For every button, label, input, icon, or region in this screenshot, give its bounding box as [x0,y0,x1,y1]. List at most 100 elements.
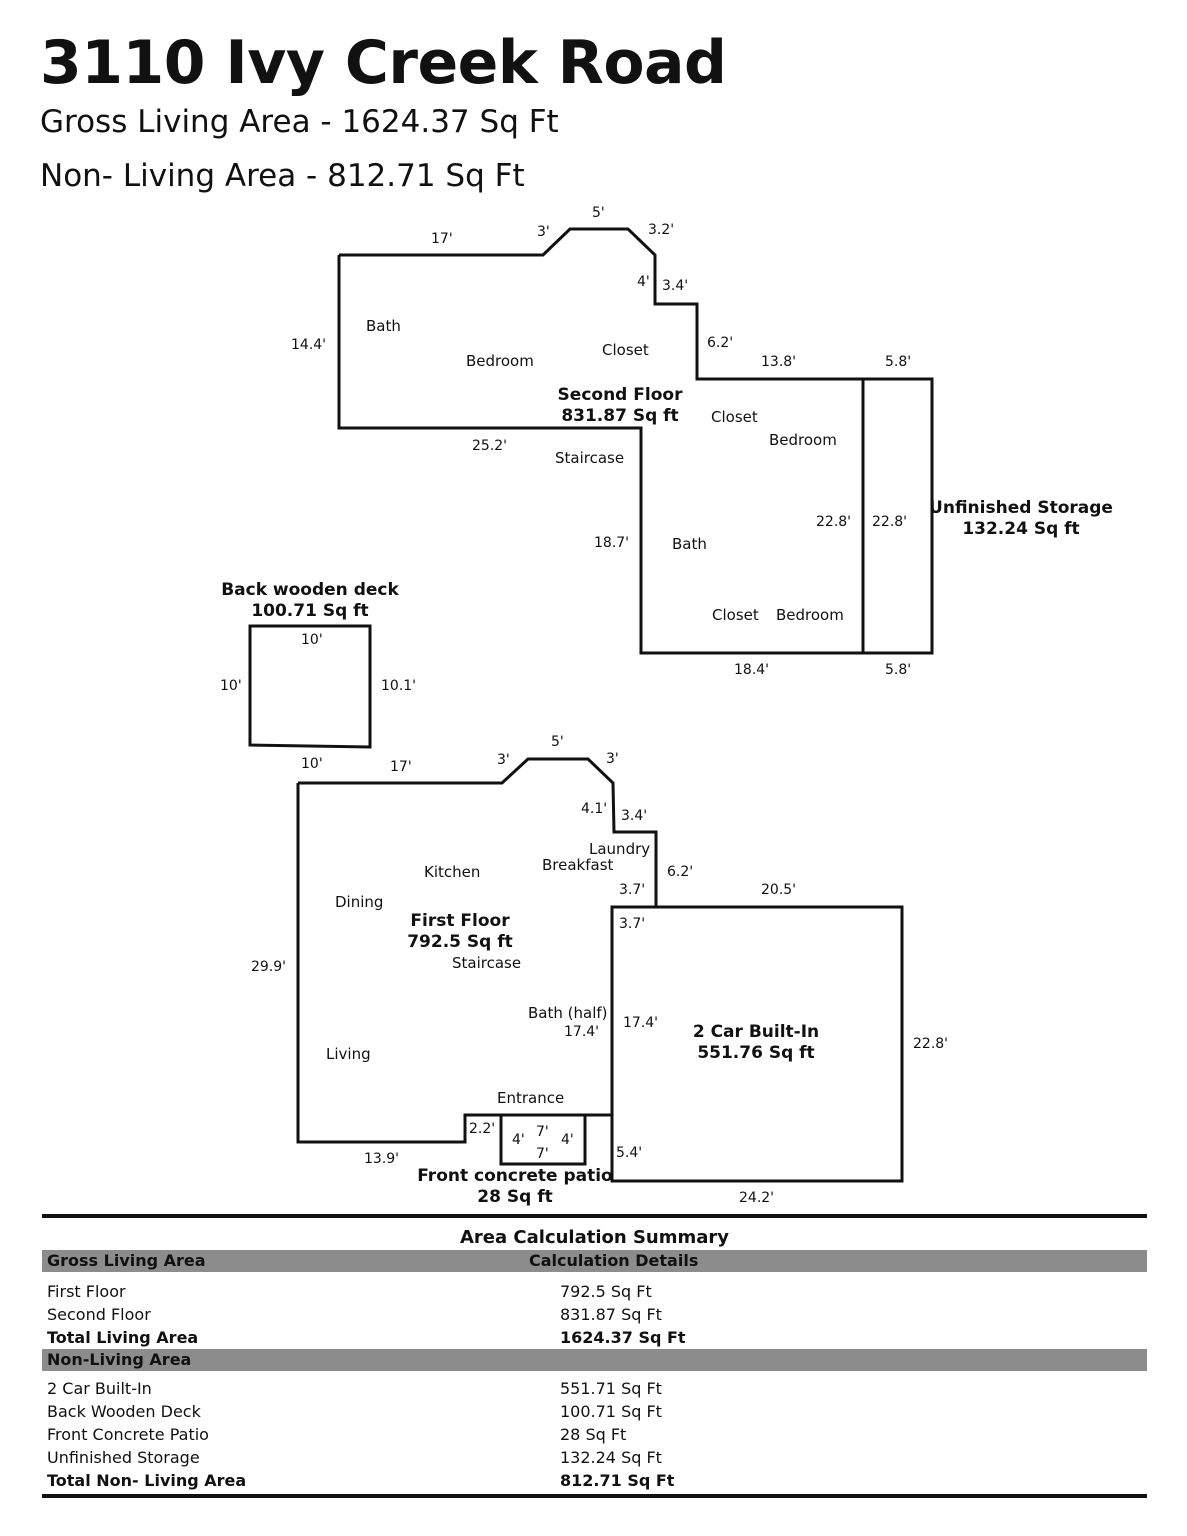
details-header: Calculation Details [529,1251,699,1270]
dimension-label: 13.9' [364,1151,399,1167]
garage-area: 551.76 Sq ft [697,1043,814,1063]
summary-top-rule [42,1214,1147,1218]
dimension-label: 17.4' [564,1024,599,1040]
living-header: Gross Living Area [47,1251,206,1270]
room-label: Breakfast [542,856,614,874]
front-patio-area: 28 Sq ft [477,1187,552,1207]
room-label: Staircase [452,954,521,972]
front-patio-outline [499,1113,587,1166]
dimension-label: 10' [301,632,323,648]
non-living-area-subtitle: Non- Living Area - 812.71 Sq Ft [40,158,525,194]
row-label: Total Non- Living Area [47,1471,247,1490]
summary-total-row: Total Living Area 1624.37 Sq Ft [42,1326,1147,1349]
dimension-label: 6.2' [707,335,733,351]
dimension-label: 6.2' [667,864,693,880]
unfinished-storage-name: Unfinished Storage [929,498,1113,518]
dimension-label: 3.7' [619,882,645,898]
summary-row: Front Concrete Patio 28 Sq Ft [42,1423,1147,1446]
room-label: Closet [602,341,649,359]
dimension-label: 4' [637,274,650,290]
dimension-label: 18.4' [734,662,769,678]
dimension-label: 4' [561,1132,574,1148]
dimension-label: 20.5' [761,882,796,898]
dimension-label: 5.8' [885,354,911,370]
room-label: Bath [366,317,401,335]
summary-bottom-rule [42,1494,1147,1498]
dimension-label: 3' [497,752,510,768]
row-value: 551.71 Sq Ft [560,1379,662,1398]
dimension-label: 22.8' [913,1036,948,1052]
dimension-label: 4.1' [581,801,607,817]
dimension-label: 5' [551,734,564,750]
second-floor-area: 831.87 Sq ft [561,406,678,426]
second-floor-plan: Bath Bedroom Closet Closet Bedroom Stair… [291,205,1113,678]
back-deck-area: 100.71 Sq ft [251,601,368,621]
room-label: Living [326,1045,371,1063]
dimension-label: 13.8' [761,354,796,370]
first-floor-area: 792.5 Sq ft [407,932,513,952]
floor-plan-diagram: Bath Bedroom Closet Closet Bedroom Stair… [220,205,1113,1207]
row-value: 28 Sq Ft [560,1425,627,1444]
dimension-label: 3' [537,224,550,240]
room-label: Dining [335,893,383,911]
dimension-label: 5.8' [885,662,911,678]
dimension-label: 3.2' [648,222,674,238]
summary-row: 2 Car Built-In 551.71 Sq Ft [42,1377,1147,1400]
dimension-label: 5.4' [616,1145,642,1161]
dimension-label: 7' [536,1124,549,1140]
summary-row: Back Wooden Deck 100.71 Sq Ft [42,1400,1147,1423]
row-value: 100.71 Sq Ft [560,1402,662,1421]
row-label: Back Wooden Deck [47,1402,201,1421]
room-label: Laundry [589,840,650,858]
room-label: Staircase [555,449,624,467]
dimension-label: 10' [220,678,242,694]
non-living-header: Non-Living Area [47,1350,192,1369]
first-floor-plan: Kitchen Laundry Breakfast Dining Stairca… [251,734,948,1207]
dimension-label: 18.7' [594,535,629,551]
dimension-label: 7' [536,1146,549,1162]
row-label: First Floor [47,1282,126,1301]
summary-row: First Floor 792.5 Sq Ft [42,1280,1147,1303]
dimension-label: 17.4' [623,1015,658,1031]
row-label: Total Living Area [47,1328,199,1347]
dimension-label: 17' [431,231,453,247]
gross-living-area-band: Gross Living Area Calculation Details [42,1250,1147,1272]
room-label: Kitchen [424,863,480,881]
row-value: 132.24 Sq Ft [560,1448,662,1467]
row-value: 812.71 Sq Ft [560,1471,675,1490]
unfinished-storage-area: 132.24 Sq ft [962,519,1079,539]
row-label: 2 Car Built-In [47,1379,152,1398]
dimension-label: 14.4' [291,337,326,353]
summary-row: Unfinished Storage 132.24 Sq Ft [42,1446,1147,1469]
dimension-label: 3.4' [662,278,688,294]
first-floor-name: First Floor [410,911,510,931]
dimension-label: 4' [512,1132,525,1148]
room-label: Bedroom [769,431,837,449]
garage-outline [610,905,904,1183]
dimension-label: 3.7' [619,916,645,932]
dimension-label: 22.8' [872,514,907,530]
dimension-label: 5' [592,205,605,221]
summary-total-row: Total Non- Living Area 812.71 Sq Ft [42,1469,1147,1492]
row-label: Second Floor [47,1305,151,1324]
second-floor-name: Second Floor [558,385,684,405]
dimension-label: 10' [301,756,323,772]
room-label: Bath [672,535,707,553]
dimension-label: 17' [390,759,412,775]
dimension-label: 29.9' [251,959,286,975]
non-living-area-band: Non-Living Area [42,1349,1147,1371]
dimension-label: 3' [606,751,619,767]
row-value: 1624.37 Sq Ft [560,1328,686,1347]
summary-row: Second Floor 831.87 Sq Ft [42,1303,1147,1326]
room-label: Entrance [497,1089,564,1107]
unfinished-storage-outline [861,377,934,655]
summary-title: Area Calculation Summary [459,1227,730,1248]
dimension-label: 2.2' [469,1121,495,1137]
garage-name: 2 Car Built-In [693,1022,819,1042]
room-label: Bath (half) [528,1004,608,1022]
dimension-label: 3.4' [621,808,647,824]
dimension-label: 22.8' [816,514,851,530]
dimension-label: 24.2' [739,1190,774,1206]
row-label: Unfinished Storage [47,1448,200,1467]
back-deck-plan: Back wooden deck 100.71 Sq ft 10' 10' 10… [220,580,416,772]
